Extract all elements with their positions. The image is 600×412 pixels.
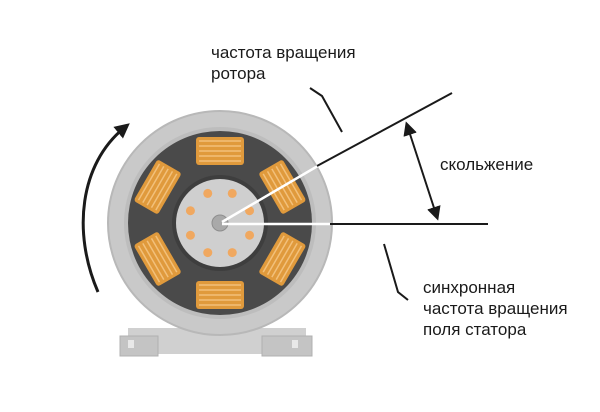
stator-coil bbox=[196, 137, 244, 165]
rotor-bar bbox=[203, 248, 213, 258]
rotor-bar bbox=[245, 230, 255, 240]
curved-arrow-icon bbox=[81, 123, 130, 293]
rotor-speed-label: частота вращения ротора bbox=[211, 42, 356, 84]
rotor-speed-vector bbox=[316, 92, 453, 167]
double-arrow-icon bbox=[403, 121, 441, 221]
rotor-speed-label-line2: ротора bbox=[211, 64, 266, 83]
stator-coil bbox=[259, 232, 306, 286]
rotor-speed-label-line1: частота вращения bbox=[211, 43, 356, 62]
stator-speed-label: синхронная частота вращения поля статора bbox=[423, 277, 568, 340]
stator-coil bbox=[196, 281, 244, 309]
stator-speed-label-line1: синхронная bbox=[423, 278, 516, 297]
rotor-bar bbox=[227, 248, 237, 258]
rotor-bar bbox=[203, 188, 213, 198]
slip-label: скольжение bbox=[440, 155, 534, 174]
rotor-bar bbox=[227, 188, 237, 198]
stator-speed-leader bbox=[383, 243, 409, 301]
rotor-bar bbox=[185, 230, 195, 240]
rotor-speed-leader bbox=[309, 87, 343, 133]
stator-speed-label-line2: частота вращения bbox=[423, 299, 568, 318]
stator-speed-label-line3: поля статора bbox=[423, 320, 527, 339]
stator-coil bbox=[134, 232, 181, 286]
stator-coil bbox=[134, 160, 181, 214]
rotor-bar bbox=[185, 206, 195, 216]
rotor-bars bbox=[185, 188, 255, 258]
rotor-speed-vector-inner bbox=[221, 158, 329, 224]
